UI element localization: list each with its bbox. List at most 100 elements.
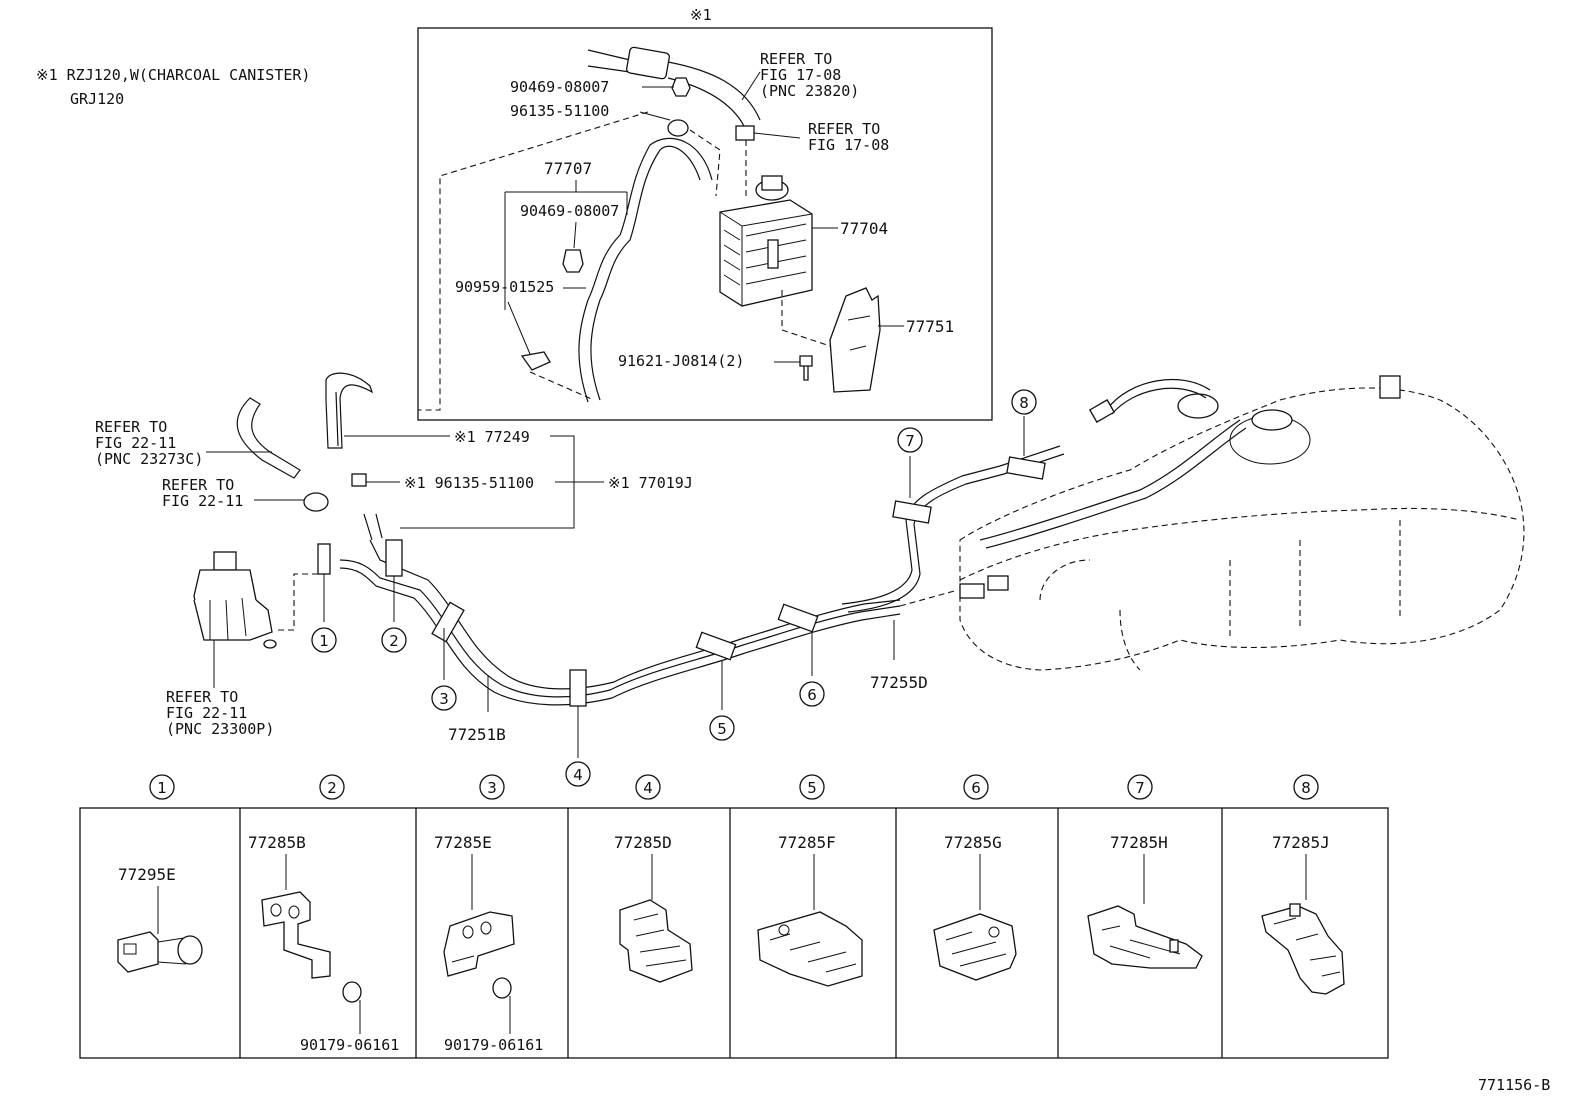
svg-text:4: 4 bbox=[573, 766, 583, 784]
col-header-4: 4 bbox=[635, 774, 661, 800]
clip-marker-8 bbox=[1006, 456, 1046, 480]
svg-text:1: 1 bbox=[157, 779, 167, 797]
svg-text:6: 6 bbox=[807, 686, 817, 704]
svg-text:3: 3 bbox=[487, 779, 497, 797]
label-77704: 77704 bbox=[840, 219, 888, 238]
clamp-96135-top bbox=[639, 111, 689, 137]
hose-77249 bbox=[325, 372, 374, 449]
svg-text:5: 5 bbox=[807, 779, 817, 797]
table-part-77285E: 77285E bbox=[434, 833, 492, 852]
bracket-77707 bbox=[504, 180, 628, 310]
callout-6: 6 bbox=[799, 681, 825, 707]
svg-text:5: 5 bbox=[717, 720, 727, 738]
ref-3-line-3: (PNC 23273C) bbox=[95, 450, 203, 468]
svg-text:7: 7 bbox=[905, 432, 915, 450]
table-part-77285G: 77285G bbox=[944, 833, 1002, 852]
callout-1: 1 bbox=[311, 627, 337, 653]
dash-canister-bracket bbox=[781, 290, 831, 347]
ref-leader-1 bbox=[741, 71, 761, 101]
col-header-7: 7 bbox=[1127, 774, 1153, 800]
clip-90469-mid bbox=[562, 249, 584, 273]
label-77255D: 77255D bbox=[870, 673, 928, 692]
col-header-6: 6 bbox=[963, 774, 989, 800]
ref-2-line-2: FIG 17-08 bbox=[808, 136, 889, 154]
vapor-line-lower bbox=[847, 453, 1065, 613]
col-header-5: 5 bbox=[799, 774, 825, 800]
ref-1-line-2: FIG 17-08 bbox=[760, 66, 841, 84]
ref-5-line-1: REFER TO bbox=[166, 688, 238, 706]
svg-text:1: 1 bbox=[319, 632, 329, 650]
label-90959-01525: 90959-01525 bbox=[455, 278, 554, 296]
leader-90959-clip bbox=[507, 301, 531, 355]
note-line-2: GRJ120 bbox=[70, 90, 124, 108]
parts-table: 1 2 3 4 5 6 7 8 77295E 77285B 90179-0616… bbox=[79, 774, 1389, 1059]
callout-5: 5 bbox=[709, 715, 735, 741]
ref-1-line-1: REFER TO bbox=[760, 50, 832, 68]
col-header-2: 2 bbox=[319, 774, 345, 800]
fuel-tube-77251B bbox=[339, 513, 901, 706]
fuel-tank bbox=[959, 375, 1525, 671]
svg-text:3: 3 bbox=[439, 690, 449, 708]
svg-text:8: 8 bbox=[1019, 394, 1029, 412]
col-header-1: 1 bbox=[149, 774, 175, 800]
clamp-ref-22-11 bbox=[303, 492, 329, 512]
ref-3-line-1: REFER TO bbox=[95, 418, 167, 436]
bolt-91621 bbox=[799, 355, 813, 381]
vapor-line-upper bbox=[841, 445, 1061, 605]
col-header-3: 3 bbox=[479, 774, 505, 800]
label-96135-51100-top: 96135-51100 bbox=[510, 102, 609, 120]
clip-marker-7 bbox=[892, 500, 932, 524]
col-header-8: 8 bbox=[1293, 774, 1319, 800]
dash-vacuum-unit bbox=[278, 573, 324, 631]
callout-8: 8 bbox=[1011, 389, 1037, 415]
table-part-77295E: 77295E bbox=[118, 865, 176, 884]
callout-3: 3 bbox=[431, 685, 457, 711]
svg-text:2: 2 bbox=[327, 779, 337, 797]
svg-text:6: 6 bbox=[971, 779, 981, 797]
clip-marker-1 bbox=[317, 543, 331, 575]
part-77285B-drawing bbox=[261, 891, 362, 1003]
dash-tube-to-tank bbox=[899, 589, 959, 607]
table-part-77285J: 77285J bbox=[1272, 833, 1330, 852]
label-77251B: 77251B bbox=[448, 725, 506, 744]
table-extra-90179-06161-a: 90179-06161 bbox=[300, 1036, 399, 1054]
ref-4-line-1: REFER TO bbox=[162, 476, 234, 494]
ref-5-line-3: (PNC 23300P) bbox=[166, 720, 274, 738]
svg-text:4: 4 bbox=[643, 779, 653, 797]
ref-1-line-3: (PNC 23820) bbox=[760, 82, 859, 100]
table-frame bbox=[79, 807, 1389, 1059]
clip-marker-4 bbox=[569, 669, 587, 707]
svg-text:2: 2 bbox=[389, 632, 399, 650]
callout-7: 7 bbox=[897, 427, 923, 453]
ref-2-line-1: REFER TO bbox=[808, 120, 880, 138]
inset-frame bbox=[417, 27, 993, 421]
ref-leader-2 bbox=[753, 132, 801, 139]
vent-connector bbox=[626, 46, 670, 80]
label-77249: ※1 77249 bbox=[454, 428, 530, 446]
ref-3-line-2: FIG 22-11 bbox=[95, 434, 176, 452]
label-77019J: ※1 77019J bbox=[608, 474, 693, 492]
hose-77707-a bbox=[590, 145, 701, 401]
vent-pipe-upper bbox=[587, 49, 631, 73]
ref-5-line-2: FIG 22-11 bbox=[166, 704, 247, 722]
bracket-77751-detail bbox=[847, 315, 871, 351]
part-77285D-drawing bbox=[619, 899, 693, 983]
table-part-77285F: 77285F bbox=[778, 833, 836, 852]
note-line-1: ※1 RZJ120,W(CHARCOAL CANISTER) bbox=[36, 66, 310, 84]
label-77707: 77707 bbox=[544, 159, 592, 178]
table-part-77285D: 77285D bbox=[614, 833, 672, 852]
hose-ref-23273C bbox=[236, 397, 301, 479]
table-extra-90179-06161-b: 90179-06161 bbox=[444, 1036, 543, 1054]
figure-id: 771156-B bbox=[1478, 1076, 1550, 1094]
clip-marker-6 bbox=[777, 603, 819, 633]
small-clamp bbox=[735, 125, 755, 141]
callout-4: 4 bbox=[565, 761, 591, 787]
clip-marker-5 bbox=[695, 631, 737, 661]
label-96135-51100-lower: ※1 96135-51100 bbox=[404, 474, 534, 492]
inset-mark: ※1 bbox=[690, 6, 712, 24]
dash-left-outer bbox=[418, 111, 649, 411]
part-77285H-drawing bbox=[1087, 905, 1203, 969]
svg-text:8: 8 bbox=[1301, 779, 1311, 797]
